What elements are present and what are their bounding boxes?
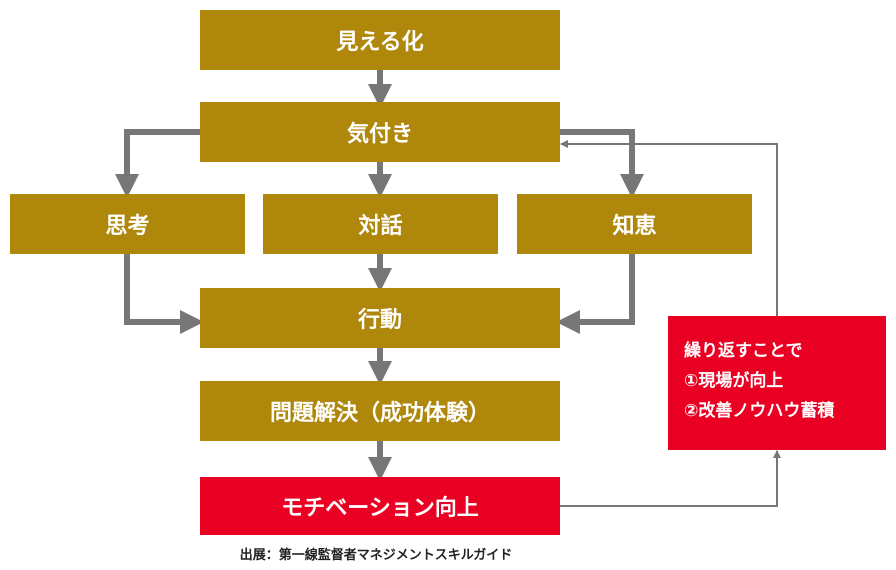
node-shikou-label: 思考 — [105, 214, 150, 239]
repeat-note-box: 繰り返すことで ①現場が向上 ②改善ノウハウ蓄積 — [668, 316, 886, 450]
arrow-motivation-to-note — [560, 450, 781, 507]
arrow-shikou-to-koudou — [124, 254, 204, 334]
node-mondai-label: 問題解決（成功体験） — [269, 401, 490, 426]
node-mieruka: 見える化 — [200, 10, 560, 70]
node-motivation: モチベーション向上 — [200, 477, 560, 535]
node-chie: 知恵 — [517, 194, 752, 254]
node-chie-label: 知恵 — [612, 214, 657, 239]
node-koudou-label: 行動 — [357, 308, 402, 333]
node-taiwa-label: 対話 — [358, 214, 403, 239]
arrow-chie-to-koudou — [556, 254, 635, 334]
node-shikou: 思考 — [10, 194, 245, 254]
source-caption: 出展：第一線監督者マネジメントスキルガイド — [239, 548, 513, 563]
arrow-kizuki-to-shikou — [115, 129, 200, 198]
node-kizuki: 気付き — [200, 102, 560, 162]
node-motivation-label: モチベーション向上 — [281, 496, 479, 521]
arrow-note-to-kizuki — [560, 140, 778, 316]
node-mieruka-label: 見える化 — [336, 30, 424, 55]
note-line-3: ②改善ノウハウ蓄積 — [684, 401, 835, 421]
arrow-kizuki-to-chie — [560, 129, 644, 198]
node-kizuki-label: 気付き — [346, 122, 413, 147]
note-line-1: 繰り返すことで — [684, 341, 803, 361]
note-line-2: ①現場が向上 — [684, 371, 784, 391]
node-taiwa: 対話 — [263, 194, 498, 254]
node-koudou: 行動 — [200, 288, 560, 348]
node-mondai: 問題解決（成功体験） — [200, 381, 560, 441]
